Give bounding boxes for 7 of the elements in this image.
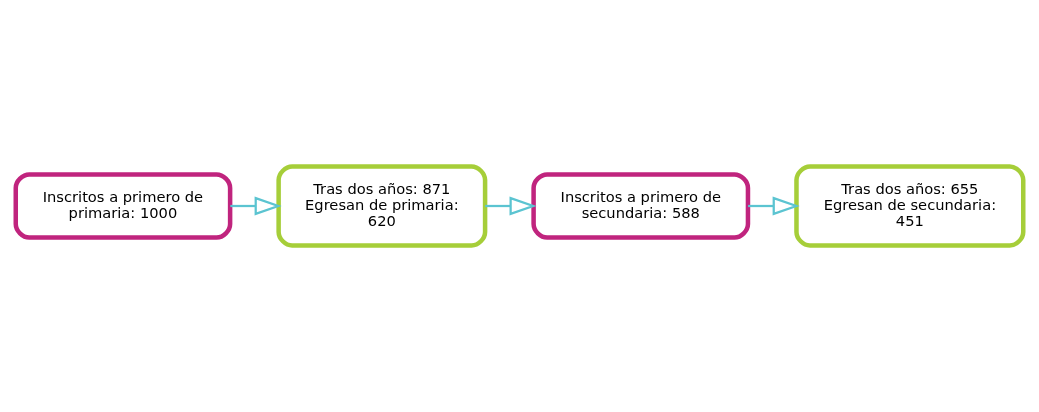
arrow <box>748 196 800 216</box>
node-box: Tras dos años: 871 Egresan de primaria: 620 <box>276 164 488 248</box>
node-box: Inscritos a primero de secundaria: 588 <box>531 172 751 240</box>
node-box: Inscritos a primero de primaria: 1000 <box>13 172 233 240</box>
arrow <box>230 196 282 216</box>
arrow <box>485 196 537 216</box>
node-box: Tras dos años: 655 Egresan de secundaria: 451 <box>794 164 1026 248</box>
